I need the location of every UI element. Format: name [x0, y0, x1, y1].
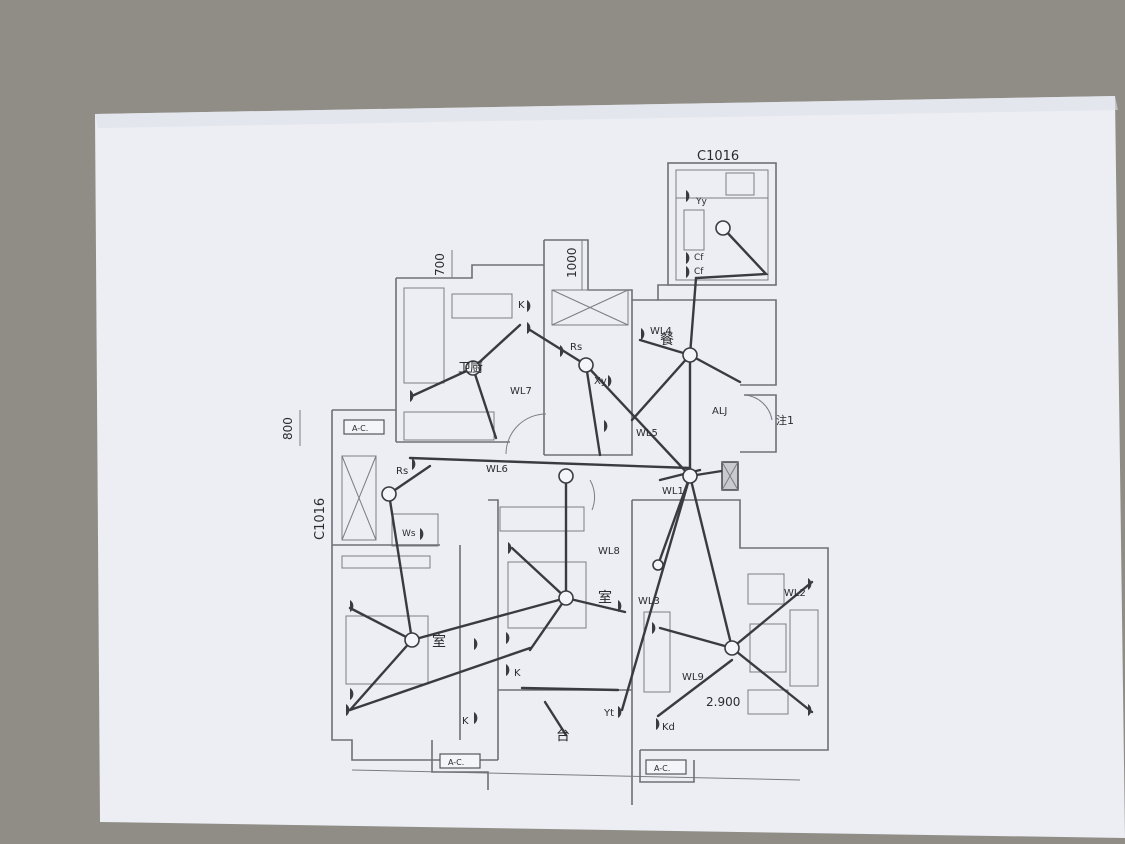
- paper-shadow: [95, 96, 1118, 128]
- socket-label-k2: K: [514, 668, 521, 679]
- socket-label-ws: Ws: [402, 529, 416, 539]
- ac-box-left: [343, 419, 385, 435]
- room-label-balcony: 台: [556, 728, 570, 744]
- socket-label-cf2: Cf: [694, 267, 704, 277]
- note-label: 注1: [776, 413, 794, 427]
- circuit-wl2: WL2: [784, 588, 806, 599]
- paper-sheet: [95, 96, 1125, 838]
- socket-symbols: [346, 190, 812, 730]
- lamp-fixtures: [381, 220, 740, 656]
- circuit-wl3: WL3: [638, 596, 660, 607]
- ac-box-bottom-mid: [439, 753, 481, 769]
- room-label-bath: 卫: [458, 361, 471, 376]
- circuit-wl4: WL4: [650, 326, 672, 337]
- room-label-bedroom-left: 室: [432, 633, 446, 650]
- circuit-wl1: WL1: [662, 486, 684, 497]
- room-label-dining: 餐: [660, 332, 674, 348]
- room-label-bedroom-mid: 室: [598, 589, 612, 606]
- elevation-mark: 2.900: [706, 695, 740, 709]
- wiring-runs: [348, 226, 814, 737]
- circuit-wl7: WL7: [510, 386, 532, 397]
- socket-label-k1: K: [518, 300, 525, 311]
- window-code-top: C1016: [697, 149, 739, 164]
- dim-1000: 1000: [565, 247, 579, 278]
- socket-label-yt: Yt: [603, 708, 614, 719]
- ac-box-bottom-right: [645, 759, 687, 775]
- ac-label-bottom-mid: A-C.: [448, 758, 464, 767]
- circuit-wl5: WL5: [636, 428, 658, 439]
- room-label-kitchen: 厨: [470, 361, 483, 376]
- socket-label-xy: Xy: [594, 376, 607, 387]
- ac-label-left: A-C.: [352, 424, 368, 433]
- circuit-wl9: WL9: [682, 672, 704, 683]
- socket-label-rs1: Rs: [570, 342, 582, 353]
- floor-plan-walls: [299, 162, 829, 805]
- window-code-left: C1016: [313, 498, 328, 540]
- socket-label-yy: Yy: [695, 197, 707, 207]
- dim-800: 800: [281, 417, 295, 440]
- distribution-box-label: ALJ: [712, 406, 727, 417]
- socket-label-k3: K: [462, 716, 469, 727]
- socket-label-kd: Kd: [662, 722, 675, 733]
- plan-labels: C1016 C1016 700 1000 800 2.900 注1 ALJ A-…: [281, 149, 806, 773]
- socket-label-rs2: Rs: [396, 466, 408, 477]
- dim-700: 700: [433, 253, 447, 276]
- socket-label-cf1: Cf: [694, 253, 704, 263]
- circuit-wl6: WL6: [486, 464, 508, 475]
- circuit-wl8: WL8: [598, 546, 620, 557]
- ac-label-bottom-right: A-C.: [654, 764, 670, 773]
